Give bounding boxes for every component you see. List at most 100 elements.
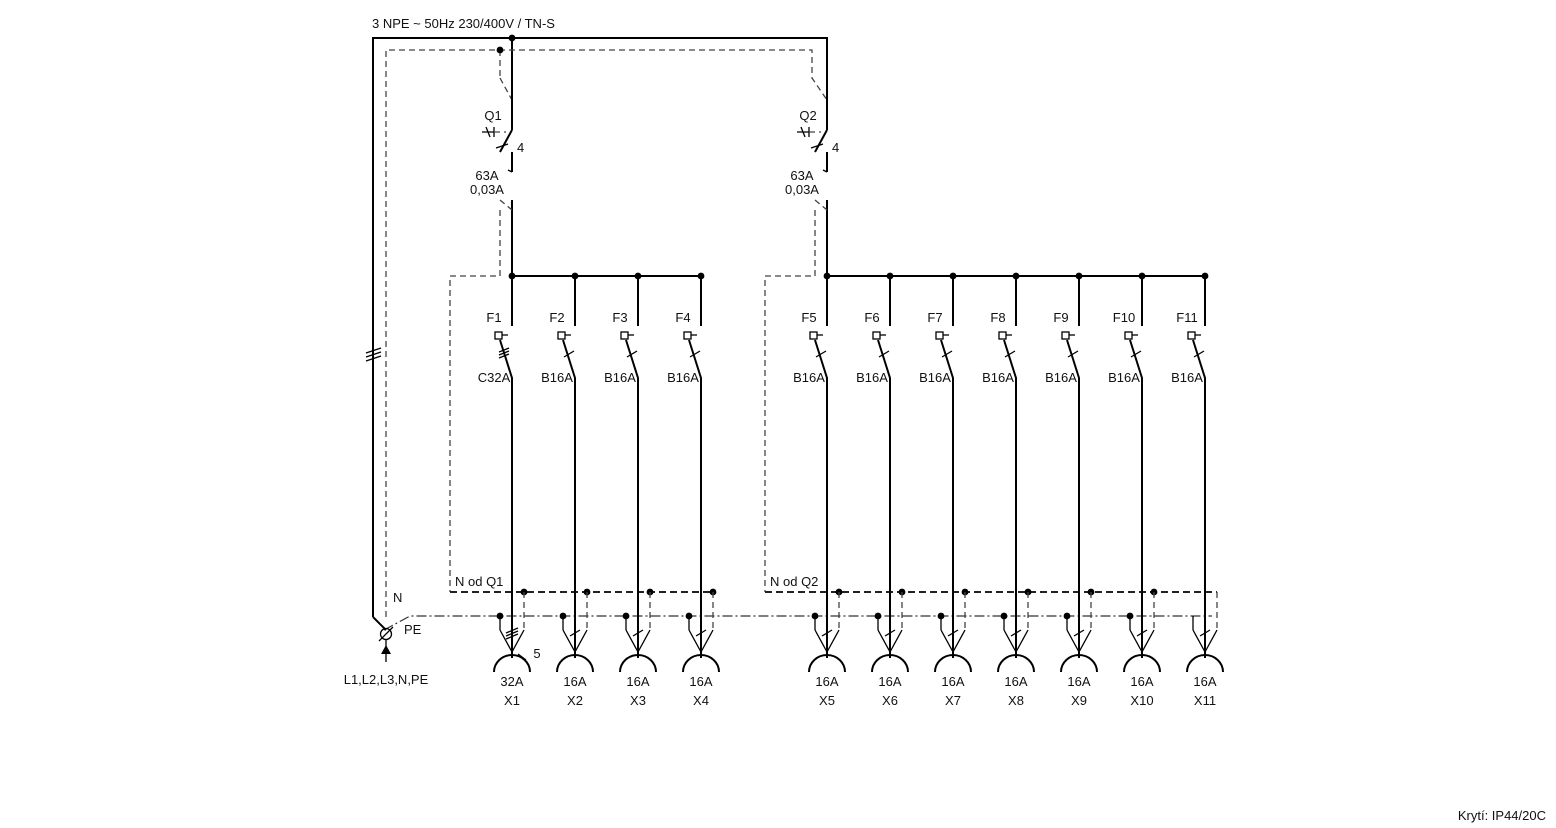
breaker-F1-label: F1 (486, 310, 501, 325)
socket-X6-icon (871, 654, 909, 673)
socket-X11-rating: 16A (1193, 674, 1216, 689)
breaker-F4-trip-icon (683, 331, 692, 340)
socket-X1-label: X1 (504, 693, 520, 708)
breaker-F2-pole-mark (563, 350, 575, 358)
socket-X4-icon (682, 654, 720, 673)
rcd-q2-rating: 63A (790, 168, 813, 183)
circuit-X1-neutral-join (511, 629, 525, 653)
rcd-neutral-out (449, 210, 501, 592)
breaker-F7-trip-icon (935, 331, 944, 340)
circuit-X11-pe-join (1192, 629, 1206, 653)
circuit-X1-cable-mark (505, 633, 519, 640)
breaker-F3-label: F3 (612, 310, 627, 325)
breaker-F5-contact (814, 339, 828, 400)
rcd-q1-label: Q1 (484, 108, 501, 123)
circuit-X10-neutral-join (1141, 629, 1155, 653)
breaker-F3-pole-mark (626, 350, 638, 358)
circuit-X2-neutral-join (574, 629, 588, 653)
breaker-F8-contact (1003, 339, 1017, 400)
circuit-X3-cable-mark (632, 629, 644, 637)
socket-X4-rating: 16A (689, 674, 712, 689)
neutral-junction (496, 46, 504, 54)
breaker-F9-trip-icon (1061, 331, 1070, 340)
breaker-F3-rating: B16A (604, 370, 636, 385)
breaker-F5-rating: B16A (793, 370, 825, 385)
breaker-F7-pole-mark (941, 350, 953, 358)
feed-arrow-icon (381, 645, 391, 654)
cable-slash-marker (365, 347, 382, 354)
breaker-F8-pole-mark (1004, 350, 1016, 358)
socket-X11-icon (1186, 654, 1224, 673)
supply-label: 3 NPE ~ 50Hz 230/400V / TN-S (372, 16, 555, 31)
circuit-X9-pe-join (1066, 629, 1080, 653)
breaker-F7-label: F7 (927, 310, 942, 325)
rcd-pole-mark (495, 143, 509, 149)
socket-X8-icon (997, 654, 1035, 673)
rcd-q2-label: Q2 (799, 108, 816, 123)
rcd-trip-icon (482, 126, 495, 138)
socket-X8-label: X8 (1008, 693, 1024, 708)
breaker-F6-rating: B16A (856, 370, 888, 385)
supply-junction (508, 34, 516, 42)
socket-X2-label: X2 (567, 693, 583, 708)
circuit-X1-cable-mark (505, 630, 519, 637)
feed-n-label: N (393, 590, 402, 605)
circuit-X7-cable-mark (947, 629, 959, 637)
breaker-F9-pole-mark (1067, 350, 1079, 358)
breaker-F4-pole-mark (689, 350, 701, 358)
breaker-F6-contact (877, 339, 891, 400)
feed-pe-label: PE (404, 622, 422, 637)
pe-rail (383, 615, 1212, 631)
socket-X9-rating: 16A (1067, 674, 1090, 689)
rcd-q1-poles: 4 (517, 140, 524, 155)
breaker-F7-contact (940, 339, 954, 400)
breaker-F3-trip-icon (620, 331, 629, 340)
circuit-X11-neutral-join (1204, 629, 1218, 653)
socket-X7-rating: 16A (941, 674, 964, 689)
rcd-contact (814, 129, 828, 153)
breaker-F4-rating: B16A (667, 370, 699, 385)
circuit-X11-cable-mark (1199, 629, 1211, 637)
socket-X3-icon (619, 654, 657, 673)
breaker-F6-trip-icon (872, 331, 881, 340)
breaker-F9-label: F9 (1053, 310, 1068, 325)
socket-X1-icon (493, 654, 531, 673)
socket-X6-label: X6 (882, 693, 898, 708)
pe-terminal-slash (378, 626, 394, 642)
breaker-F2-rating: B16A (541, 370, 573, 385)
circuit-X2-pe-join (562, 629, 576, 653)
rcd-neutral-link (499, 199, 513, 211)
breaker-F1-pole-mark (498, 353, 510, 359)
socket-X10-label: X10 (1130, 693, 1153, 708)
socket-X3-label: X3 (630, 693, 646, 708)
breaker-F11-trip-icon (1187, 331, 1196, 340)
breaker-F5-pole-mark (815, 350, 827, 358)
rcd-q1-neutral-label: N od Q1 (455, 574, 503, 589)
circuit-X1-cable-mark (505, 627, 519, 634)
breaker-F11-contact (1192, 339, 1206, 400)
breaker-F1-pole-mark (498, 350, 510, 356)
circuit-X4-pe-join (688, 629, 702, 653)
breaker-F6-pole-mark (878, 350, 890, 358)
socket-X6-rating: 16A (878, 674, 901, 689)
rcd-contact-foot (822, 169, 828, 173)
rcd-q2-poles: 4 (832, 140, 839, 155)
circuit-X2-cable-mark (569, 629, 581, 637)
breaker-F9-contact (1066, 339, 1080, 400)
rcd-q2-sensitivity: 0,03A (785, 182, 819, 197)
breaker-F3-contact (625, 339, 639, 400)
rcd-contact-foot (507, 169, 513, 173)
circuit-X6-cable-mark (884, 629, 896, 637)
breaker-F11-label: F11 (1176, 310, 1197, 325)
socket-X11-label: X11 (1194, 693, 1216, 708)
rcd-neutral-out (764, 210, 816, 592)
breaker-F2-label: F2 (549, 310, 564, 325)
circuit-X10-pe-join (1129, 629, 1143, 653)
breaker-F10-rating: B16A (1108, 370, 1140, 385)
circuit-X5-neutral-join (826, 629, 840, 653)
rcd-q2-neutral-label: N od Q2 (770, 574, 818, 589)
breaker-F10-contact (1129, 339, 1143, 400)
socket-X1-rating: 32A (500, 674, 523, 689)
breaker-F2-trip-icon (557, 331, 566, 340)
breaker-F2-contact (562, 339, 576, 400)
